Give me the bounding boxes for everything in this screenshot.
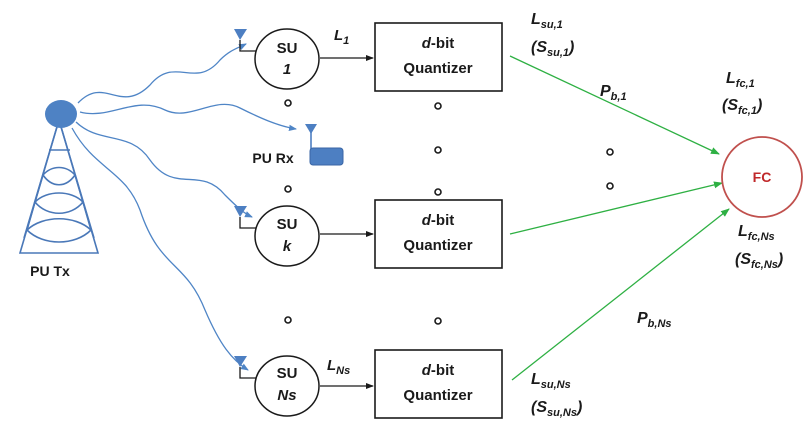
link-suk-to-fc — [509, 181, 723, 235]
pu-tx-tower-icon — [18, 117, 100, 254]
su-node-1-label: SU — [277, 40, 298, 57]
pu-rx-antenna-icon — [305, 124, 317, 149]
su-node-k-index: k — [283, 238, 292, 255]
label-lfc1: Lfc,1 — [726, 70, 755, 90]
link-su1-to-fc — [509, 55, 720, 155]
label-pbns: Pb,Ns — [637, 310, 672, 330]
quantizer-1-bits: d-bit — [422, 35, 455, 52]
label-ssuns: (Ssu,Ns) — [531, 399, 582, 419]
quantizer-ns-label: Quantizer — [403, 387, 472, 404]
label-sfc1: (Sfc,1) — [722, 97, 762, 117]
label-lsuns: Lsu,Ns — [531, 371, 571, 391]
su-node-k-label: SU — [277, 216, 298, 233]
quantizer-box-1: d-bit Quantizer — [374, 22, 503, 92]
label-l1: L1 — [334, 27, 349, 47]
pu-rx-device-icon — [309, 147, 344, 166]
primary-signal-arrows — [71, 43, 297, 371]
fusion-center-label: FC — [753, 169, 772, 185]
su-antenna-icons — [234, 29, 256, 379]
su-ns-antenna-icon — [234, 356, 256, 379]
pu-tx-label: PU Tx — [30, 263, 70, 279]
su-node-k: SU k — [254, 205, 320, 267]
quantizer-1-label: Quantizer — [403, 60, 472, 77]
label-lns: LNs — [327, 357, 350, 377]
quantizer-box-ns: d-bit Quantizer — [374, 349, 503, 419]
link-suns-to-fc — [511, 208, 730, 381]
su-node-1-index: 1 — [283, 61, 291, 78]
label-pb1: Pb,1 — [600, 83, 627, 103]
quantizer-box-k: d-bit Quantizer — [374, 199, 503, 269]
quantizer-k-bits: d-bit — [422, 212, 455, 229]
su-1-antenna-icon — [234, 29, 256, 52]
label-sfcns: (Sfc,Ns) — [735, 251, 783, 271]
su-node-ns-index: Ns — [277, 387, 296, 404]
su-node-ns-label: SU — [277, 365, 298, 382]
pu-tx-antenna-head-icon — [45, 100, 77, 128]
fusion-center-circle — [721, 136, 803, 218]
quantizer-k-label: Quantizer — [403, 237, 472, 254]
label-ssu1: (Ssu,1) — [531, 39, 574, 59]
quantizer-ns-bits: d-bit — [422, 362, 455, 379]
su-node-1: SU 1 — [254, 28, 320, 90]
ellipsis-dots — [284, 99, 614, 325]
su-node-ns: SU Ns — [254, 355, 320, 417]
pu-rx-label: PU Rx — [252, 150, 293, 166]
label-lfcns: Lfc,Ns — [738, 223, 775, 243]
label-lsu1: Lsu,1 — [531, 11, 563, 31]
su-k-antenna-icon — [234, 206, 256, 229]
